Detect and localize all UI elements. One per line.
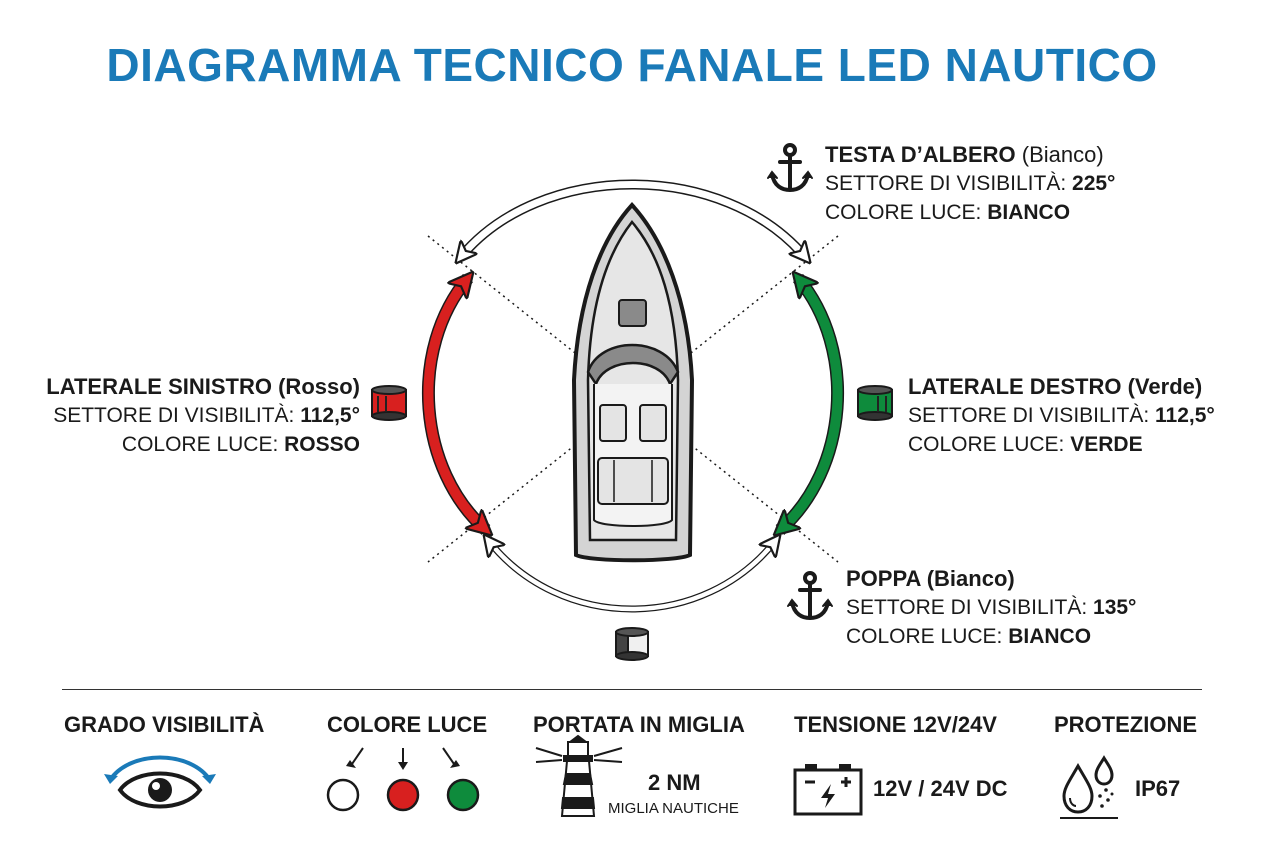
boat: [571, 202, 695, 563]
starboard-color-value: VERDE: [1070, 433, 1143, 456]
masthead-color-value: BIANCO: [987, 201, 1071, 224]
starboard-sector-label: SETTORE DI VISIBILITÀ:: [908, 404, 1150, 427]
spec-protection-label: PROTEZIONE: [1054, 712, 1198, 737]
spec-protection-value: IP67: [1135, 776, 1181, 801]
spec-range-sub: MIGLIA NAUTICHE: [608, 800, 739, 817]
port-color-paren: (Rosso): [278, 374, 360, 399]
spec-voltage-value: 12V / 24V DC: [873, 776, 1008, 801]
white-lamp-icon: [615, 627, 649, 661]
spec-light-color-label: COLORE LUCE: [327, 712, 488, 737]
spec-range-label: PORTATA IN MIGLIA: [533, 712, 745, 737]
battery-icon: [793, 764, 863, 816]
port-sector-value: 112,5°: [300, 404, 360, 427]
stern-sector-value: 135°: [1093, 596, 1137, 619]
starboard-arc: [780, 278, 845, 530]
masthead-color-label: COLORE LUCE:: [825, 201, 982, 224]
starboard-color-paren: (Verde): [1127, 374, 1203, 399]
masthead-color-paren: (Bianco): [1021, 142, 1104, 167]
red-lamp-icon: [371, 385, 407, 421]
starboard-color-label: COLORE LUCE:: [908, 433, 1065, 456]
stern-color-label: COLORE LUCE:: [846, 625, 1003, 648]
port-color-label: COLORE LUCE:: [121, 433, 279, 456]
anchor-icon: [767, 143, 813, 193]
stern-color-value: BIANCO: [1008, 625, 1092, 648]
stern-color-paren: (Bianco): [926, 566, 1015, 591]
page-title: DIAGRAMMA TECNICO FANALE LED NAUTICO: [106, 39, 1158, 91]
port-color-value: ROSSO: [284, 433, 360, 456]
anchor-icon: [787, 571, 833, 621]
color-dots: [326, 747, 480, 812]
water-drops-icon: [1060, 755, 1118, 819]
green-lamp-icon: [857, 385, 893, 421]
masthead-sector-label: SETTORE DI VISIBILITÀ:: [825, 172, 1067, 195]
masthead-info: TESTA D’ALBERO (Bianco) SETTORE DI VISIB…: [825, 140, 1115, 227]
divider: [62, 689, 1202, 690]
starboard-info: LATERALE DESTRO (Verde) SETTORE DI VISIB…: [908, 372, 1215, 459]
masthead-sector-value: 225°: [1072, 172, 1116, 195]
stern-arc: [488, 540, 776, 613]
spec-range-value: 2 NM: [648, 770, 701, 795]
eye-icon: [104, 755, 216, 809]
starboard-title: LATERALE DESTRO: [908, 374, 1122, 399]
port-title: LATERALE SINISTRO: [46, 374, 272, 399]
port-sector-label: SETTORE DI VISIBILITÀ:: [53, 404, 295, 427]
spec-voltage-label: TENSIONE 12V/24V: [794, 712, 997, 737]
port-arc: [421, 278, 486, 530]
green-dot-icon: [446, 778, 480, 812]
masthead-title: TESTA D’ALBERO: [825, 142, 1016, 167]
stern-title: POPPA: [846, 566, 921, 591]
masthead-arc: [460, 179, 806, 259]
stern-info: POPPA (Bianco) SETTORE DI VISIBILITÀ: 13…: [846, 564, 1136, 651]
starboard-sector-value: 112,5°: [1155, 404, 1215, 427]
spec-visibility-label: GRADO VISIBILITÀ: [64, 712, 265, 737]
red-dot-icon: [386, 778, 420, 812]
lighthouse-icon: [535, 734, 623, 817]
port-info: LATERALE SINISTRO (Rosso) SETTORE DI VIS…: [46, 372, 360, 459]
stern-sector-label: SETTORE DI VISIBILITÀ:: [846, 596, 1088, 619]
white-dot-icon: [326, 778, 360, 812]
